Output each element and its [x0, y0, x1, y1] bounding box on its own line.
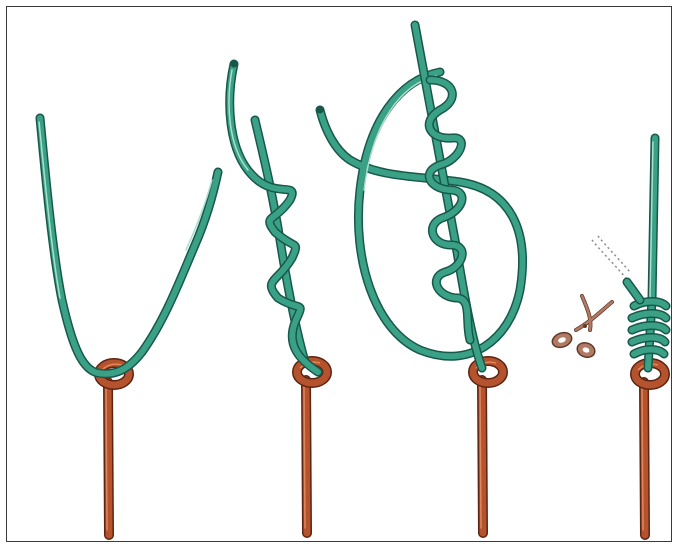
- hook-eye: [635, 363, 665, 535]
- scissors-icon: [550, 296, 612, 360]
- step-4: [550, 138, 666, 535]
- hook-eye: [297, 361, 327, 533]
- trimmed-tag-dashed: [592, 236, 630, 278]
- step-3: [317, 25, 523, 533]
- step-1: [39, 118, 218, 535]
- fishing-line: [39, 118, 218, 374]
- finished-knot: [627, 138, 666, 368]
- hook-eye: [473, 361, 503, 533]
- fishing-line: [229, 61, 318, 373]
- fishing-line: [317, 25, 523, 368]
- step-2: [229, 61, 327, 534]
- hook-eye: [99, 363, 129, 535]
